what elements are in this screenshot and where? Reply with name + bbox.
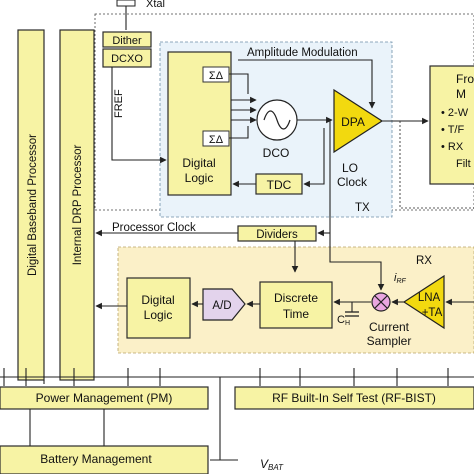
current-sampler-line2: Sampler — [367, 334, 412, 348]
ch-label: CH — [337, 314, 350, 327]
battery-management-label: Battery Management — [40, 452, 152, 466]
dco-label: DCO — [263, 146, 290, 160]
frontend-item2: • T/F — [441, 124, 464, 136]
fref-to-logic — [111, 110, 167, 164]
tx-digital-logic-line1: Digital — [182, 156, 215, 170]
dither-block — [102, 31, 152, 48]
digital-baseband-processor — [17, 29, 45, 381]
amplitude-modulation-wire — [238, 59, 376, 109]
sine-wave-icon — [263, 110, 291, 130]
internal-drp-processor — [59, 29, 95, 381]
discrete-time-line2: Time — [283, 307, 310, 321]
irf-label: iRF — [394, 272, 407, 285]
lo-clock-line1: LO — [342, 161, 358, 175]
tx-label: TX — [355, 202, 370, 214]
amplitude-modulation-label: Amplitude Modulation — [247, 47, 358, 59]
rx-digital-logic-line1: Digital — [141, 293, 174, 307]
rx-label: RX — [416, 255, 432, 267]
processor-clock-label: Processor Clock — [112, 222, 196, 234]
frontend-line2: M — [456, 87, 466, 101]
power-management-label: Power Management (PM) — [36, 391, 173, 405]
xtal-label: Xtal — [146, 0, 165, 10]
tdc-label: TDC — [267, 178, 292, 192]
rf-bist-block — [234, 386, 474, 410]
sd-top-wire — [229, 73, 249, 94]
adc-block — [202, 288, 246, 321]
dpa-test-dash — [399, 121, 474, 209]
frontend-item4: Filt — [456, 158, 471, 170]
dpa-label: DPA — [341, 115, 365, 129]
discrete-time-block — [259, 281, 333, 329]
dither-label: Dither — [112, 35, 142, 47]
discrete-time-line1: Discrete — [274, 291, 318, 305]
front-end-module — [429, 65, 474, 185]
lo-to-tdc — [303, 128, 325, 188]
sigma-delta-top-label: ΣΔ — [209, 70, 224, 82]
rx-digital-logic-block — [126, 277, 191, 339]
xtal-symbol — [116, 0, 136, 7]
frontend-item1: • 2-W — [441, 107, 469, 119]
sd-bottom-wire — [229, 126, 249, 139]
current-sampler-line1: Current — [369, 320, 410, 334]
frontend-line1: Fro — [456, 72, 474, 86]
adc-label: A/D — [212, 300, 231, 312]
dcxo-label: DCXO — [111, 53, 143, 65]
lna-line1: LNA — [418, 292, 441, 304]
dividers-label: Dividers — [256, 229, 298, 241]
mixer-cross-icon — [374, 295, 388, 309]
tx-digital-logic-line2: Logic — [185, 171, 214, 185]
rf-bist-label: RF Built-In Self Test (RF-BIST) — [272, 391, 436, 405]
dpa-amplifier — [333, 88, 384, 154]
sigma-delta-bottom-label: ΣΔ — [209, 134, 224, 146]
baseband-label: Digital Baseband Processor — [27, 134, 39, 276]
battery-management-block — [0, 445, 209, 474]
lo-clock-line2: Clock — [337, 175, 368, 189]
dcxo-block — [102, 48, 152, 68]
lna-line2: +TA — [422, 307, 443, 319]
frontend-item3: • RX — [441, 141, 464, 153]
rx-digital-logic-line2: Logic — [144, 308, 173, 322]
vbat-label: VBAT — [260, 457, 284, 472]
lna-amplifier — [402, 274, 445, 330]
lo-to-sampler — [329, 233, 385, 291]
fref-label: FREF — [113, 89, 125, 118]
drp-label: Internal DRP Processor — [72, 145, 84, 266]
